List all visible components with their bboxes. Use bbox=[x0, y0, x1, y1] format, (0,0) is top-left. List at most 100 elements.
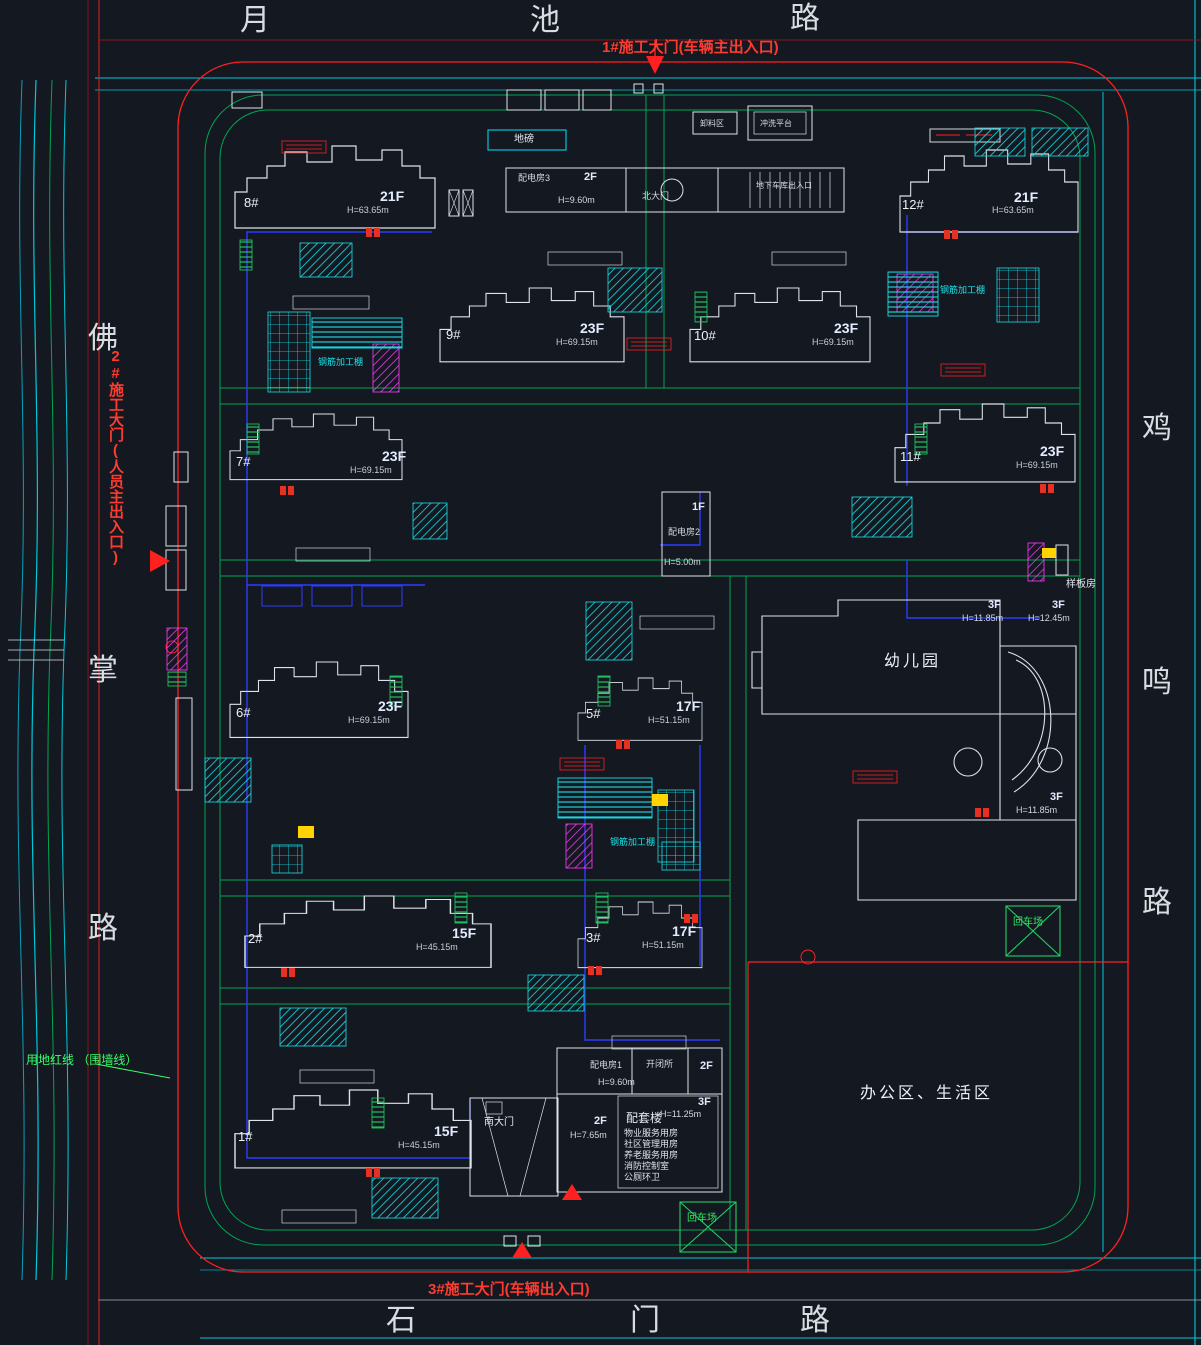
building-9-floors: 23F bbox=[580, 320, 605, 336]
annex-room-3: 养老服务用房 bbox=[624, 1150, 679, 1160]
building-1-id: 1# bbox=[238, 1129, 253, 1144]
kg-floors-3: 3F bbox=[1050, 791, 1063, 803]
power-house-3-height: H=9.60m bbox=[558, 195, 595, 205]
building-12-floors: 21F bbox=[1014, 189, 1039, 205]
building-6-id: 6# bbox=[236, 705, 251, 720]
building-6-floors: 23F bbox=[378, 698, 403, 714]
south-gate-floors: 2F bbox=[594, 1115, 607, 1127]
building-11-height: H=69.15m bbox=[1016, 460, 1058, 470]
building-5-floors: 17F bbox=[676, 698, 701, 714]
road-name-right-3: 路 bbox=[1142, 886, 1172, 919]
building-12-id: 12# bbox=[902, 197, 924, 212]
small-sign-boxes bbox=[281, 251, 847, 1224]
annex-room-1: 物业服务用房 bbox=[624, 1128, 679, 1138]
annex-room-5: 公厕环卫 bbox=[624, 1172, 661, 1182]
rebar-shed-label-1: 钢筋加工棚 bbox=[318, 357, 364, 367]
unload-area-label: 卸料区 bbox=[700, 119, 724, 128]
building-9-height: H=69.15m bbox=[556, 337, 598, 347]
building-9-id: 9# bbox=[446, 327, 461, 342]
office-area-label: 办公区、生活区 bbox=[860, 1085, 994, 1102]
switch-station-label: 开闭所 bbox=[646, 1059, 674, 1069]
building-10-id: 10# bbox=[694, 328, 716, 343]
green-safety-tags bbox=[167, 239, 928, 1129]
gate1-label: 1#施工大门(车辆主出入口) bbox=[602, 39, 779, 56]
building-3-height: H=51.15m bbox=[642, 940, 684, 950]
annex-room-list: 物业服务用房 社区管理用房 养老服务用房 消防控制室 公厕环卫 bbox=[624, 1128, 678, 1183]
building-11-id: 11# bbox=[900, 449, 921, 464]
road-name-right-2: 鸣 bbox=[1142, 666, 1172, 699]
kg-height-1: H=11.85m bbox=[962, 613, 1004, 623]
power-house-2-floors: 1F bbox=[692, 501, 705, 513]
rebar-shed-label-3: 钢筋加工棚 bbox=[940, 285, 986, 295]
green-road-layer bbox=[95, 94, 1096, 1246]
building-2-id: 2# bbox=[248, 931, 263, 946]
building-7-id: 7# bbox=[236, 454, 251, 469]
building-10-floors: 23F bbox=[834, 320, 859, 336]
gate2-label: 2#施工大门(人员主出入口) bbox=[107, 348, 124, 566]
weighbridge-label: 地磅 bbox=[514, 134, 534, 145]
rebar-shed-label-2: 钢筋加工棚 bbox=[610, 837, 656, 847]
facility-structures bbox=[165, 83, 1069, 1247]
gate-arrows bbox=[150, 56, 664, 1258]
annex-height: H=11.25m bbox=[660, 1109, 702, 1119]
road-name-right-1: 鸡 bbox=[1142, 412, 1172, 445]
building-2-floors: 15F bbox=[452, 925, 477, 941]
red-marker-pairs bbox=[280, 228, 1054, 1177]
road-name-top-3: 路 bbox=[790, 2, 820, 35]
south-gate-height: H=7.65m bbox=[570, 1130, 607, 1140]
kg-floors-2: 3F bbox=[1052, 599, 1065, 611]
building-1-height: H=45.15m bbox=[398, 1140, 440, 1150]
road-name-left-1: 佛 bbox=[88, 322, 118, 355]
annex-building-label: 配套楼 bbox=[626, 1111, 663, 1125]
turnaround-2-label: 回车场 bbox=[687, 1213, 717, 1224]
building-12-height: H=63.65m bbox=[992, 205, 1034, 215]
kindergarten-label: 幼儿园 bbox=[884, 653, 942, 670]
sample-room-label: 样板房 bbox=[1066, 579, 1096, 590]
road-name-left-3: 路 bbox=[88, 912, 118, 945]
road-name-left-2: 掌 bbox=[88, 654, 118, 687]
cyan-hatch-blocks bbox=[204, 127, 1089, 1219]
power-house-3-floors: 2F bbox=[584, 171, 597, 183]
road-frame-lines bbox=[95, 0, 1201, 1345]
red-line-note: 用地红线 （围墙线） bbox=[26, 1053, 138, 1067]
power-house-1-height: H=9.60m bbox=[598, 1077, 635, 1087]
road-name-bottom-2: 门 bbox=[630, 1304, 660, 1337]
building-8-floors: 21F bbox=[380, 188, 405, 204]
yellow-blocks bbox=[298, 548, 1056, 838]
turnaround-squares bbox=[679, 905, 1061, 1253]
building-11-floors: 23F bbox=[1040, 443, 1065, 459]
building-8-id: 8# bbox=[244, 195, 259, 210]
north-gate-label: 北大门 bbox=[642, 191, 670, 201]
south-gate-label: 南大门 bbox=[484, 1117, 514, 1128]
rebar-shed-blocks bbox=[311, 271, 939, 819]
road-name-bottom-1: 石 bbox=[386, 1304, 416, 1337]
annex-floors: 3F bbox=[698, 1096, 711, 1108]
kg-height-3: H=11.85m bbox=[1016, 805, 1058, 815]
power-house-1-floors: 2F bbox=[700, 1060, 713, 1072]
kg-floors-1: 3F bbox=[988, 599, 1001, 611]
garage-entrance-label: 地下车库出入口 bbox=[756, 181, 812, 190]
kindergarten-outline bbox=[751, 599, 1077, 901]
building-6-height: H=69.15m bbox=[348, 715, 390, 725]
building-7-floors: 23F bbox=[382, 448, 407, 464]
road-name-top-2: 池 bbox=[530, 4, 560, 37]
building-5-height: H=51.15m bbox=[648, 715, 690, 725]
power-house-2-label: 配电房2 bbox=[668, 527, 701, 537]
blue-utility-layer bbox=[246, 215, 1078, 1159]
annex-room-4: 消防控制室 bbox=[624, 1161, 670, 1171]
building-10-height: H=69.15m bbox=[812, 337, 854, 347]
building-3-id: 3# bbox=[586, 930, 601, 945]
wash-platform-label: 冲洗平台 bbox=[760, 119, 792, 128]
power-house-2-height: H=5.00m bbox=[664, 557, 701, 567]
power-house-3-label: 配电房3 bbox=[518, 173, 551, 183]
building-5-id: 5# bbox=[586, 706, 601, 721]
turnaround-1-label: 回车场 bbox=[1013, 917, 1043, 928]
building-3-floors: 17F bbox=[672, 923, 697, 939]
building-8-height: H=63.65m bbox=[347, 205, 389, 215]
gate3-label: 3#施工大门(车辆出入口) bbox=[428, 1281, 590, 1298]
annex-room-2: 社区管理用房 bbox=[624, 1139, 679, 1149]
road-name-top-1: 月 bbox=[240, 4, 270, 37]
power-house-1-label: 配电房1 bbox=[590, 1060, 623, 1070]
